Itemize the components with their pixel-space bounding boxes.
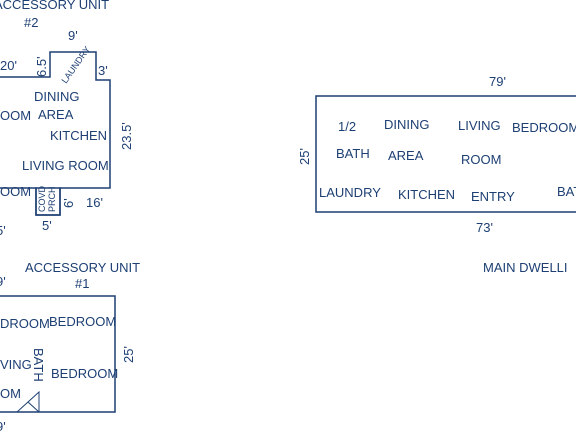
unit2-dim-porch-depth: 6' — [61, 198, 76, 208]
main-room-bath: BATH — [336, 146, 370, 161]
main-dim-left: 25' — [297, 148, 312, 165]
main-room-living: LIVING — [458, 118, 501, 133]
unit2-dim-left-mid: 6.5' — [34, 56, 49, 77]
main-dim-top: 79' — [489, 74, 506, 89]
accessory-unit-2: ACCESSORY UNIT #2 9' 20' 6.5' 3' 23.5' 5… — [0, 0, 134, 238]
unit2-porch-covd: COVD — [37, 185, 47, 212]
unit1-room-lower: OM — [0, 386, 21, 401]
main-room-bedroom: BEDROOM — [512, 120, 576, 135]
main-outline — [315, 95, 576, 213]
unit2-dim-bottom-left: 5' — [0, 223, 6, 238]
unit1-number: #1 — [75, 276, 89, 291]
unit1-room-bedroom-bottom: BEDROOM — [51, 366, 118, 381]
unit1-dim-top-left: 9' — [0, 274, 6, 289]
unit1-outline — [0, 295, 116, 413]
unit2-porch-prch: PRCH — [47, 186, 57, 212]
unit2-room-upper: OOM — [0, 108, 31, 123]
unit2-title: ACCESSORY UNIT — [0, 0, 109, 12]
unit1-room-living: VING — [0, 357, 32, 372]
unit2-dim-bottom-mid: 5' — [42, 218, 52, 233]
unit2-number: #2 — [24, 15, 38, 30]
unit2-dim-top: 9' — [68, 28, 78, 43]
unit2-dim-bottom-right: 16' — [86, 195, 103, 210]
unit2-covered-porch — [35, 187, 61, 216]
unit1-room-bath: BATH — [31, 348, 46, 382]
unit2-room-kitchen: KITCHEN — [50, 128, 107, 143]
accessory-unit-1: ACCESSORY UNIT #1 9' 25' 9' DROOM BEDROO… — [0, 260, 140, 432]
unit2-room-dining: DINING — [34, 89, 80, 104]
unit1-title: ACCESSORY UNIT — [25, 260, 140, 275]
unit1-room-bedroom-top: BEDROOM — [49, 314, 116, 329]
unit2-room-area: AREA — [38, 107, 74, 122]
main-room-room: ROOM — [461, 152, 501, 167]
unit2-dim-right: 23.5' — [119, 122, 134, 150]
unit1-room-droom: DROOM — [0, 316, 50, 331]
main-dim-bottom: 73' — [476, 220, 493, 235]
unit1-entry-triangle — [15, 390, 40, 413]
unit1-dim-right: 25' — [121, 346, 136, 363]
unit1-dim-bottom-left: 9' — [0, 419, 6, 432]
unit2-dim-right-notch: 3' — [98, 63, 108, 78]
main-room-entry: ENTRY — [471, 189, 515, 204]
main-room-laundry: LAUNDRY — [319, 185, 381, 200]
unit2-room-living: LIVING ROOM — [22, 158, 109, 173]
main-room-half: 1/2 — [338, 119, 356, 134]
unit2-room-laundry: LAUNDRY — [59, 44, 92, 85]
unit2-room-lower: OOM — [0, 184, 31, 199]
main-title: MAIN DWELLI — [483, 260, 568, 275]
main-room-dining: DINING — [384, 117, 430, 132]
main-room-kitchen: KITCHEN — [398, 187, 455, 202]
main-room-bath-right: BAT — [557, 184, 576, 199]
main-room-area: AREA — [388, 148, 424, 163]
unit2-dim-left-top: 20' — [0, 58, 17, 73]
main-dwelling: MAIN DWELLI 79' 25' 73' 1/2 BATH DINING … — [297, 74, 576, 275]
